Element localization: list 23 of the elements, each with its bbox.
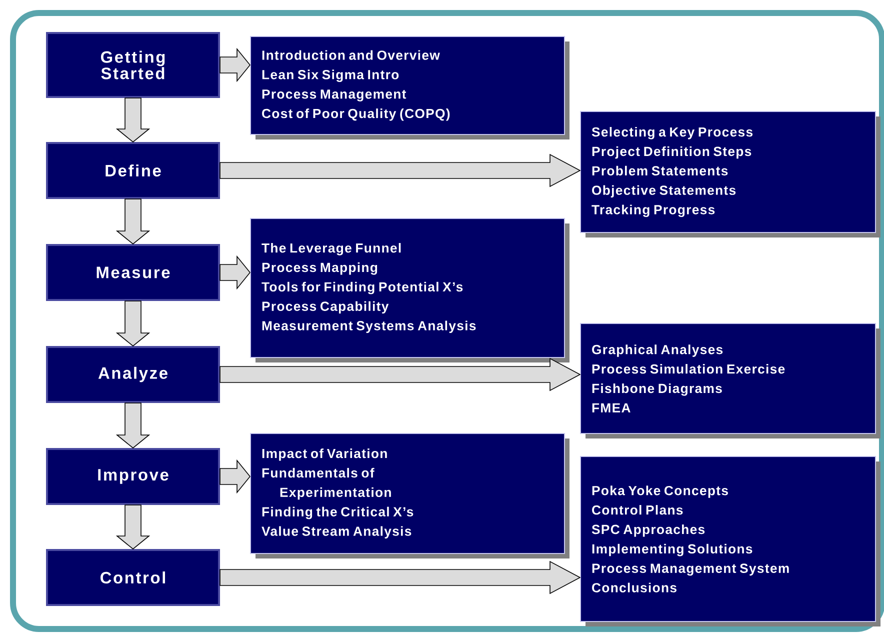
phase-box: Analyze xyxy=(46,346,220,403)
phase-box: Define xyxy=(46,142,220,199)
phase-box: Measure xyxy=(46,244,220,301)
topic-list-box: Poka Yoke Concepts Control Plans SPC Approaches Implementing Solutions Process Management System Conclusions xyxy=(580,456,880,626)
block-arrow xyxy=(116,198,150,245)
topic-list-box: The Leverage Funnel Process Mapping Tools for Finding Potential X’s Process Capability Measurement Systems Analysis xyxy=(250,218,570,362)
topic-list-box: Graphical Analyses Process Simulation Exercise Fishbone Diagrams FMEA xyxy=(580,323,880,438)
block-arrow xyxy=(116,98,150,143)
block-arrow xyxy=(116,504,150,550)
block-arrow xyxy=(220,255,251,290)
block-arrow xyxy=(116,402,150,448)
phase-box: Getting Started xyxy=(46,32,220,98)
topic-list-box: Impact of Variation Fundamentals of Experimentation Finding the Critical X’s Value Stream Analysis xyxy=(250,433,570,558)
block-arrow xyxy=(220,560,581,594)
phase-box: Control xyxy=(46,549,220,606)
block-arrow xyxy=(220,459,251,494)
phase-box: Improve xyxy=(46,448,220,505)
topic-list-box: Introduction and Overview Lean Six Sigma Intro Process Management Cost of Poor Quality (COPQ) xyxy=(250,36,570,140)
topic-list-box: Selecting a Key Process Project Definition Steps Problem Statements Objective Statements Tracking Progress xyxy=(580,111,880,238)
block-arrow xyxy=(220,358,581,392)
block-arrow xyxy=(220,154,581,188)
block-arrow xyxy=(116,300,150,347)
block-arrow xyxy=(220,48,251,82)
